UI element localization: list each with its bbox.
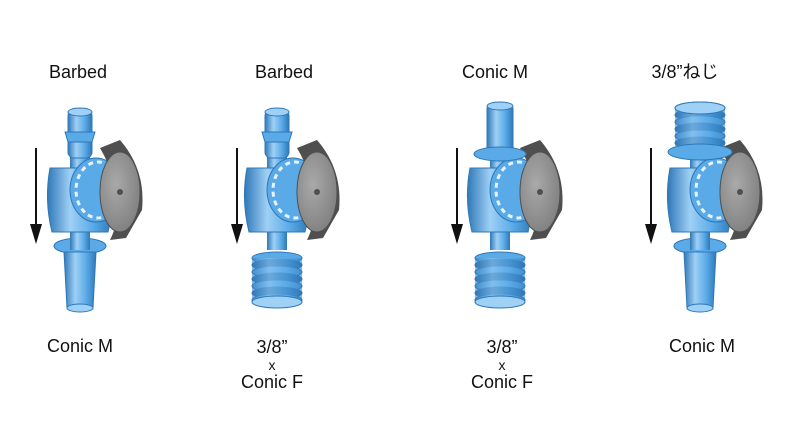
conic-collar xyxy=(473,146,527,162)
valve-3-bottom-line-2: x xyxy=(498,357,506,373)
flow-arrow-head-icon xyxy=(451,224,463,244)
valve-3-bottom-line-3: Conic F xyxy=(470,372,533,392)
conic-male-tip xyxy=(66,303,94,313)
flow-arrow-head-icon xyxy=(30,224,42,244)
handle-pivot xyxy=(537,189,543,195)
flow-arrow-head-icon xyxy=(645,224,657,244)
valve-2-bottom-line-2: x xyxy=(268,357,276,373)
handle-pivot xyxy=(117,189,123,195)
conic-male-tube xyxy=(63,251,97,309)
valve-4 xyxy=(645,101,763,313)
handle-pivot xyxy=(737,189,743,195)
barb-ridge xyxy=(64,131,96,143)
valve-3-bottom-line-1: 3/8” xyxy=(486,337,518,357)
valve-2 xyxy=(231,107,340,309)
valve-1-top-label: Barbed xyxy=(48,62,108,82)
valve-4-bottom-label: Conic M xyxy=(668,336,735,356)
barbed-tip xyxy=(264,107,290,117)
thread-shade xyxy=(252,258,302,302)
handle-pivot xyxy=(314,189,320,195)
valve-2-bottom-line-3: Conic F xyxy=(240,372,303,392)
barbed-tip xyxy=(67,107,93,117)
valve-2-bottom-line-1: 3/8” xyxy=(256,337,288,357)
valve-2-top-label: Barbed xyxy=(254,62,314,82)
thread-bottom-face xyxy=(474,295,526,309)
valve-1-bottom-label: Conic M xyxy=(46,336,113,356)
thread-shade xyxy=(475,258,525,302)
conic-male-tip xyxy=(486,101,514,111)
valve-1 xyxy=(30,107,143,313)
barb-ridge xyxy=(261,131,293,143)
valve-3 xyxy=(451,101,563,309)
conic-male-tip xyxy=(686,303,714,313)
flow-arrow-head-icon xyxy=(231,224,243,244)
valve-4-top-label: 3/8”ねじ xyxy=(651,62,719,82)
thread-bottom-face xyxy=(251,295,303,309)
thread-collar xyxy=(667,143,733,161)
thread-top-face xyxy=(674,101,726,115)
conic-male-tube xyxy=(683,251,717,309)
valve-3-top-label: Conic M xyxy=(461,62,528,82)
